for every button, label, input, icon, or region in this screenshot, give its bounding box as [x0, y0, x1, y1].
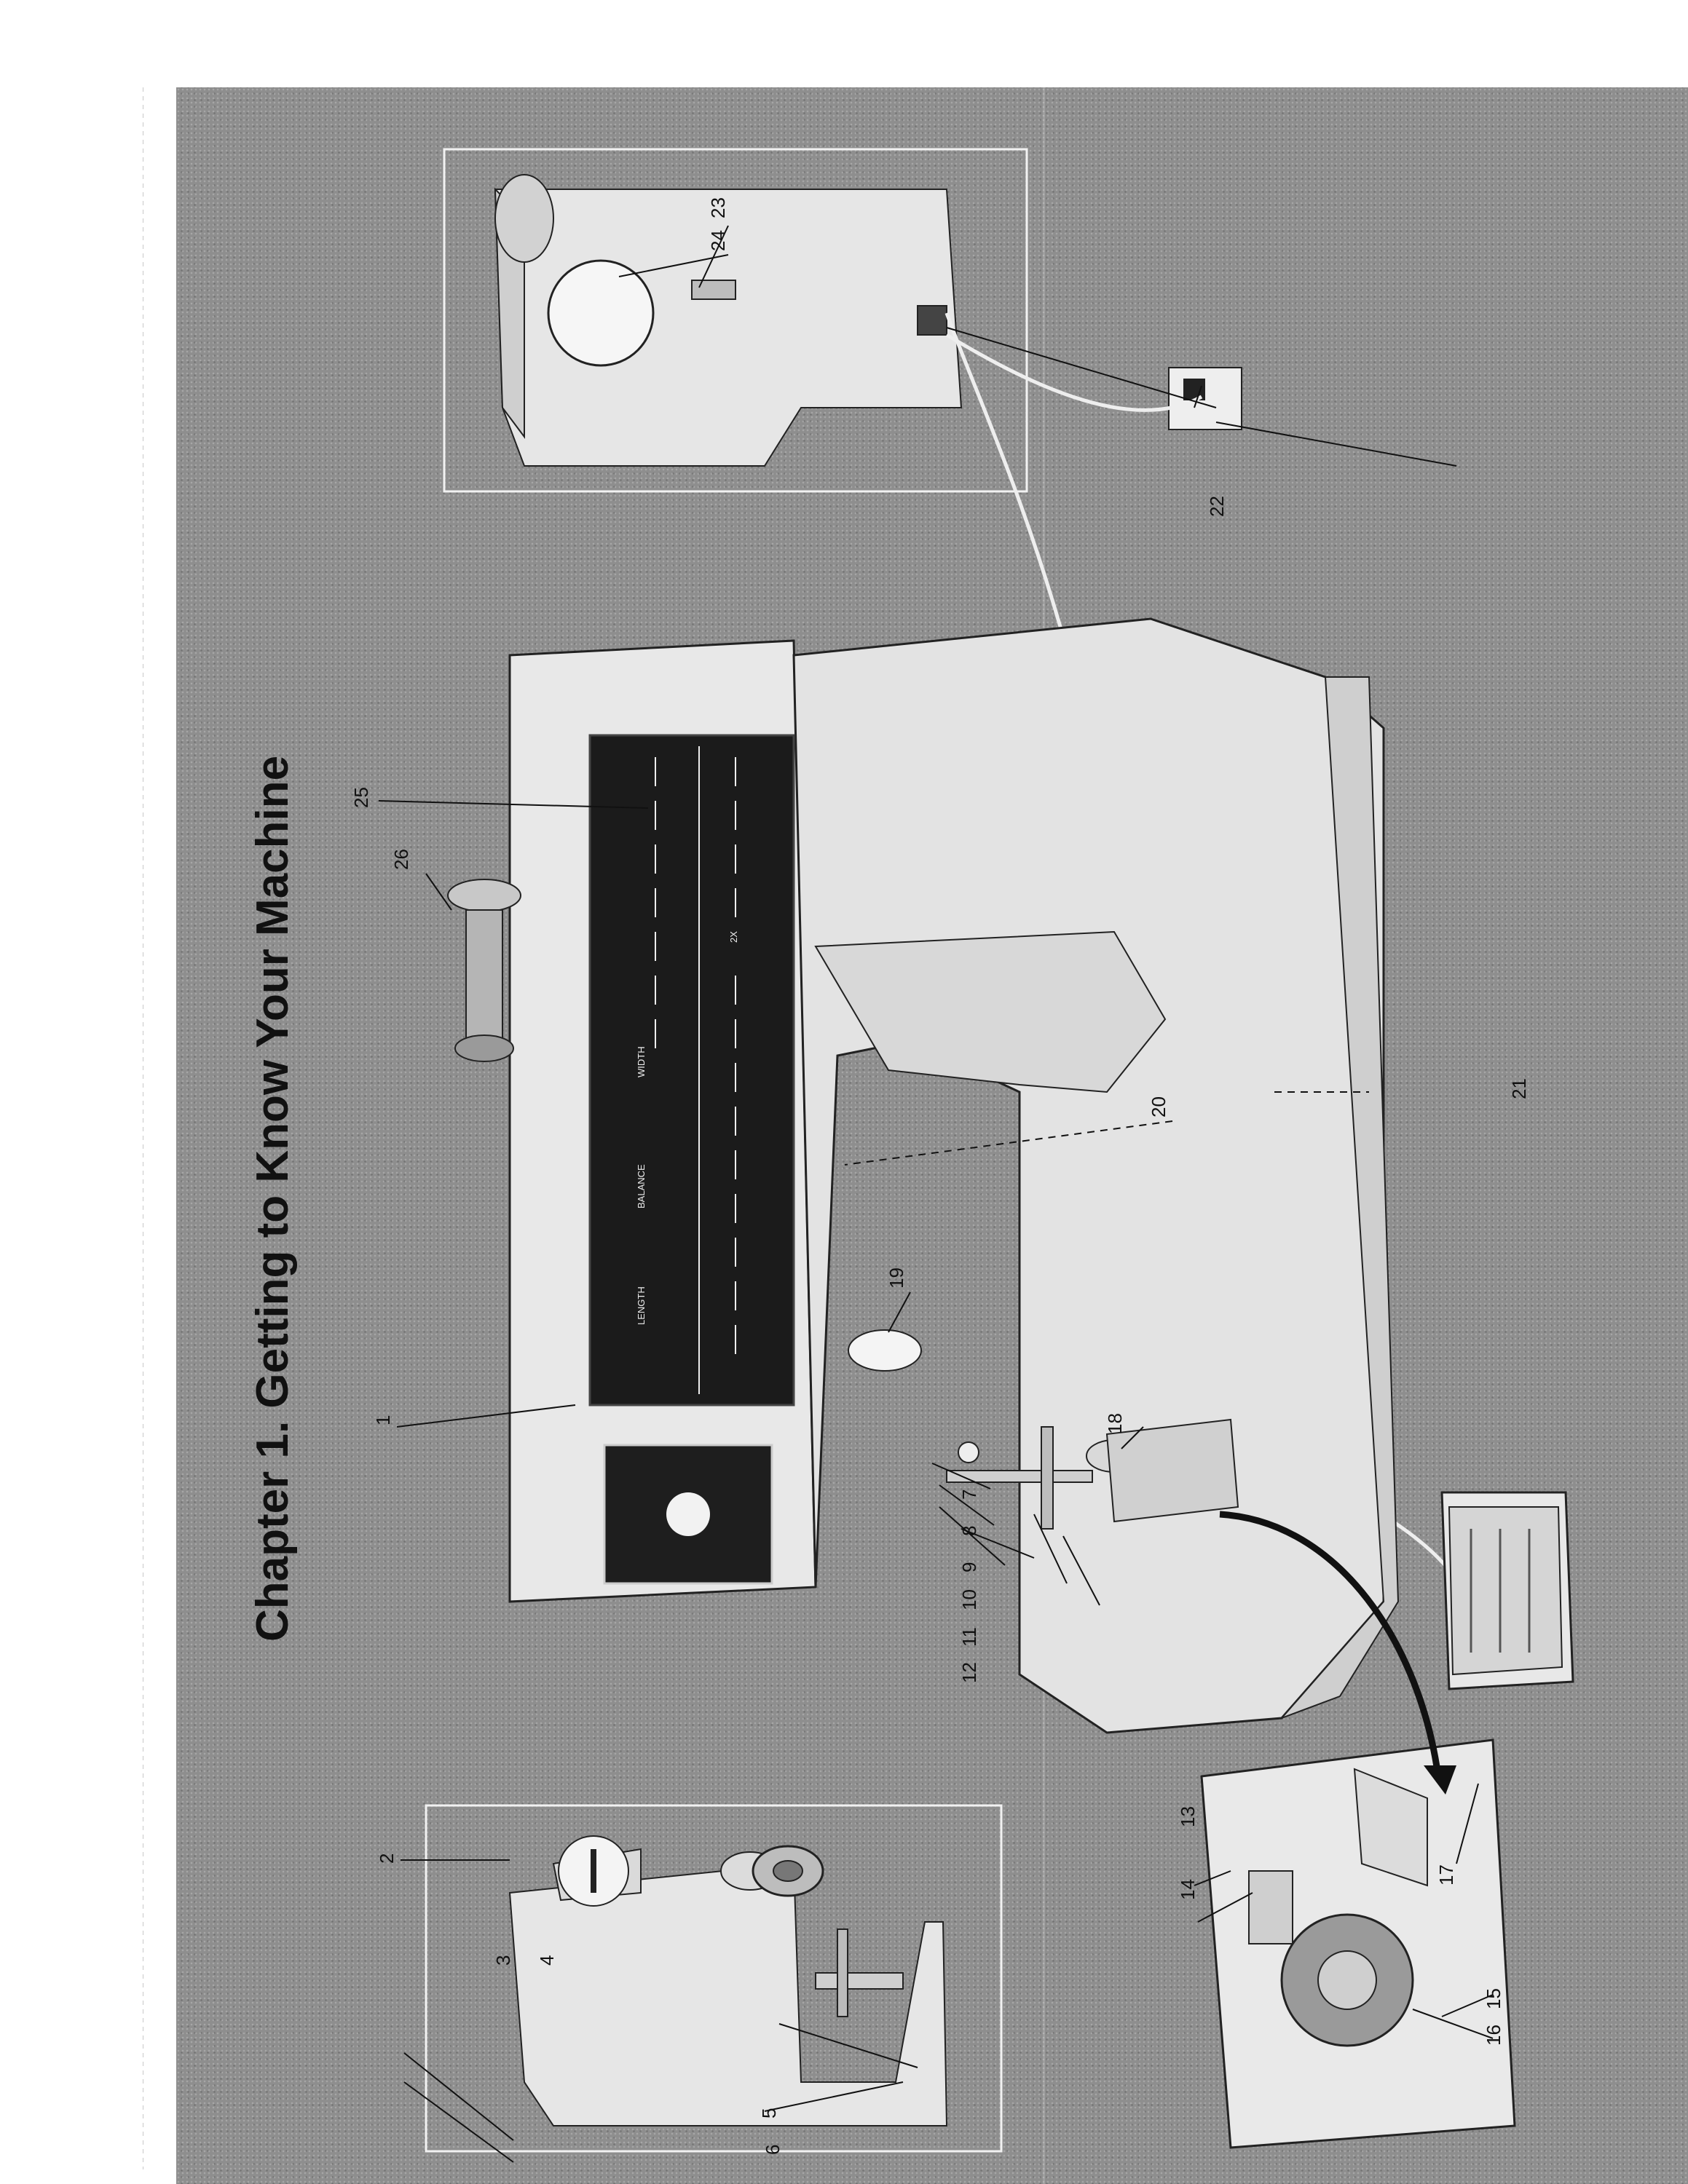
twice-stitch-label: 2X	[728, 931, 739, 943]
foot-controller	[1440, 1491, 1574, 1690]
callout-18: 18	[1104, 1413, 1126, 1434]
callout-8: 8	[958, 1526, 980, 1536]
left-end-view-inset	[425, 1804, 1003, 2153]
callout-9: 9	[958, 1562, 980, 1572]
balance-label: BALANCE	[636, 1164, 647, 1208]
power-switch-23	[691, 280, 736, 300]
sewing-machine-main: LENGTH BALANCE WIDTH 2X	[447, 617, 1400, 1734]
callout-11: 11	[958, 1627, 980, 1647]
callout-22: 22	[1206, 496, 1228, 517]
stitch-pattern-panel	[588, 734, 795, 1406]
callout-16: 16	[1483, 2025, 1504, 2046]
callout-12: 12	[958, 1662, 980, 1683]
callout-14: 14	[1177, 1879, 1199, 1900]
needle-plate-11	[1105, 1418, 1239, 1523]
callout-6: 6	[762, 2145, 784, 2155]
callout-labels: 1 2 3 4 5 6 7 8 9 10 11 12 13 14 15 16 1…	[350, 197, 1530, 2155]
callout-7: 7	[958, 1489, 980, 1500]
spool-pins	[447, 879, 521, 1062]
callout-20: 20	[1148, 1096, 1170, 1117]
callout-10: 10	[958, 1589, 980, 1610]
stitch-symbols	[655, 746, 736, 1394]
callout-17: 17	[1435, 1864, 1457, 1886]
callout-21: 21	[1508, 1078, 1530, 1099]
callout-15: 15	[1483, 1988, 1504, 2009]
callout-24: 24	[707, 230, 729, 251]
callout-23: 23	[707, 197, 729, 218]
callout-13: 13	[1177, 1806, 1199, 1827]
callout-26: 26	[390, 849, 412, 870]
wall-outlet	[1168, 367, 1242, 430]
callout-2: 2	[376, 1853, 398, 1864]
leader-lines	[378, 225, 1494, 2163]
stitch-width-dial-19	[848, 1329, 922, 1372]
bobbin-area-detail	[1200, 1738, 1516, 2149]
bobbin-reference-arrow	[1219, 1511, 1442, 1777]
callout-1: 1	[372, 1415, 394, 1425]
right-rear-view-inset	[443, 148, 1028, 493]
callout-5: 5	[758, 2108, 780, 2118]
handwheel-24	[547, 259, 655, 367]
width-label: WIDTH	[636, 1046, 647, 1077]
brand-logo	[666, 1492, 710, 1536]
chapter-title: Chapter 1. Getting to Know Your Machine	[248, 756, 298, 1642]
callout-3: 3	[492, 1955, 514, 1966]
callout-25: 25	[350, 787, 372, 808]
callout-4: 4	[536, 1955, 558, 1966]
length-label: LENGTH	[636, 1286, 647, 1325]
callout-19: 19	[886, 1267, 907, 1289]
